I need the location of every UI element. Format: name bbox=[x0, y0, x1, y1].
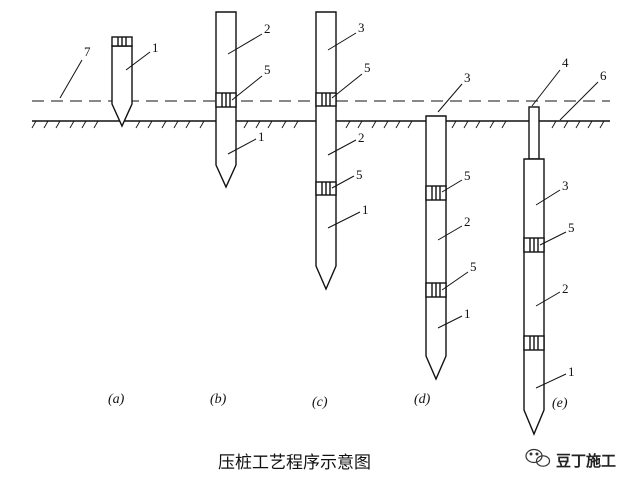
leader-d-5b bbox=[441, 271, 469, 291]
stage-e-pile bbox=[523, 158, 545, 436]
leader-d-5a bbox=[441, 179, 463, 193]
stage-d-pile bbox=[425, 115, 447, 381]
step-label-d: (d) bbox=[414, 392, 431, 407]
label-c-1: 1 bbox=[362, 202, 369, 217]
leader-c-5a bbox=[331, 73, 363, 99]
leader-e-3 bbox=[535, 189, 561, 206]
step-label-e: (e) bbox=[552, 396, 568, 411]
leader-e-2 bbox=[535, 291, 561, 307]
leader-e-5 bbox=[539, 231, 567, 246]
leader-d-1 bbox=[437, 315, 463, 329]
leader-e-1 bbox=[535, 373, 567, 389]
label-e-2: 2 bbox=[562, 281, 569, 296]
leader-c-5b bbox=[331, 175, 355, 189]
leader-b-1 bbox=[227, 138, 257, 155]
leader-a-1 bbox=[125, 51, 151, 71]
label-d-2: 2 bbox=[464, 214, 471, 229]
diagram-caption: 压桩工艺程序示意图 bbox=[218, 453, 371, 473]
leader-b-2 bbox=[227, 33, 263, 55]
step-label-a: (a) bbox=[108, 392, 125, 407]
label-d-1: 1 bbox=[464, 306, 471, 321]
label-e-6: 6 bbox=[600, 68, 607, 83]
leader-d-2 bbox=[437, 225, 463, 241]
leader-a-7 bbox=[59, 59, 83, 99]
step-label-c: (c) bbox=[312, 395, 328, 410]
wechat-icon bbox=[525, 448, 551, 467]
stage-b-pile bbox=[215, 11, 237, 189]
leader-c-3 bbox=[327, 32, 357, 51]
label-b-5: 5 bbox=[264, 62, 271, 77]
leader-b-5 bbox=[231, 75, 263, 101]
stage-e-send-pile bbox=[528, 106, 540, 160]
stage-c-pile bbox=[315, 11, 337, 291]
label-c-5a: 5 bbox=[364, 60, 371, 75]
label-d-5a: 5 bbox=[464, 168, 471, 183]
label-e-5: 5 bbox=[568, 220, 575, 235]
leader-c-2 bbox=[327, 139, 357, 156]
step-label-b: (b) bbox=[210, 392, 227, 407]
leader-c-1 bbox=[327, 211, 361, 229]
watermark-text: 豆丁施工 bbox=[556, 452, 616, 470]
label-e-4: 4 bbox=[562, 55, 569, 70]
leader-e-6 bbox=[559, 81, 599, 121]
ground-hatching bbox=[31, 120, 605, 129]
leader-e-4 bbox=[531, 69, 561, 107]
label-b-2: 2 bbox=[264, 21, 271, 36]
label-b-1: 1 bbox=[258, 129, 265, 144]
leader-d-3 bbox=[437, 83, 463, 113]
label-e-1: 1 bbox=[568, 364, 575, 379]
label-c-3: 3 bbox=[358, 20, 365, 35]
label-c-5b: 5 bbox=[356, 167, 363, 182]
label-d-5b: 5 bbox=[470, 259, 477, 274]
label-a-7: 7 bbox=[84, 44, 91, 59]
label-c-2: 2 bbox=[358, 130, 365, 145]
label-a-1: 1 bbox=[152, 40, 159, 55]
label-d-3: 3 bbox=[464, 70, 471, 85]
stage-a-pile bbox=[111, 36, 133, 128]
label-e-3: 3 bbox=[562, 178, 569, 193]
